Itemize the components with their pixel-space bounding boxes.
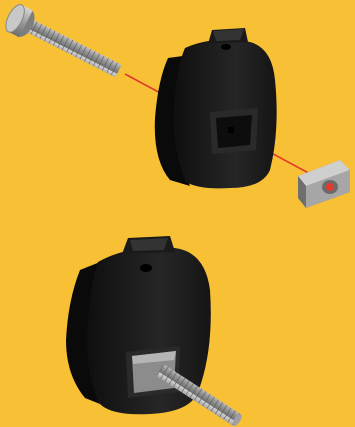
square-nut [298, 160, 350, 208]
socket-head-screw [2, 2, 125, 85]
housing-block-exploded [155, 28, 277, 188]
assembled-view [66, 236, 243, 427]
exploded-view [2, 2, 350, 208]
